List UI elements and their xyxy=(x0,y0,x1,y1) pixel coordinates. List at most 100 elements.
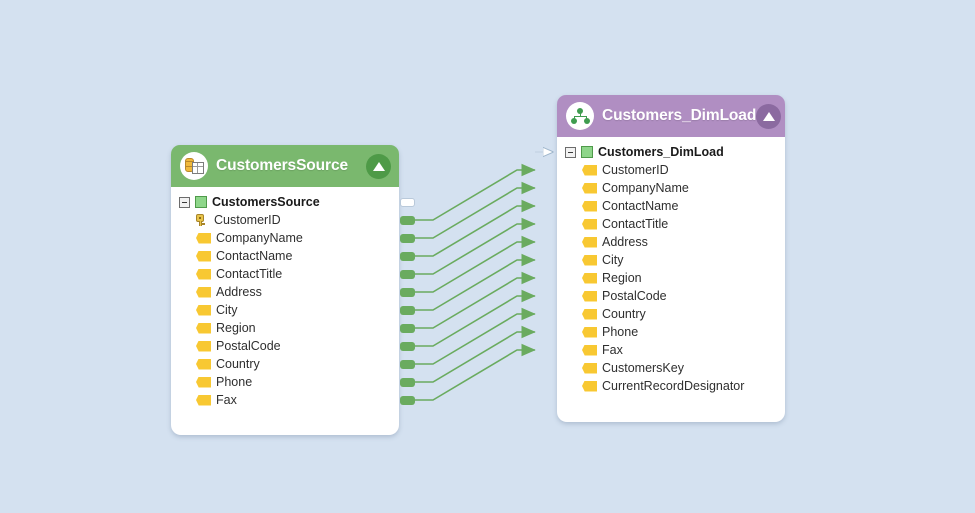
source-output-port[interactable] xyxy=(400,197,415,207)
source-field-label: PostalCode xyxy=(216,339,281,353)
field-icon xyxy=(582,164,597,176)
source-field-row[interactable]: ContactName xyxy=(171,247,399,265)
field-icon xyxy=(196,394,211,406)
source-field-row[interactable]: Phone xyxy=(171,373,399,391)
source-field-row[interactable]: Fax xyxy=(171,391,399,409)
destination-field-label: ContactName xyxy=(602,199,679,213)
mapping-connector[interactable] xyxy=(415,289,536,347)
minus-box-icon[interactable] xyxy=(565,146,576,158)
source-field-label: ContactTitle xyxy=(216,267,283,281)
destination-field-row[interactable]: Fax xyxy=(557,341,785,359)
destination-field-label: Phone xyxy=(602,325,639,339)
source-output-port[interactable] xyxy=(400,233,415,243)
source-field-row[interactable]: PostalCode xyxy=(171,337,399,355)
destination-field-label: Fax xyxy=(602,343,623,357)
destination-field-label: Region xyxy=(602,271,642,285)
field-icon xyxy=(196,250,211,262)
field-icon xyxy=(582,344,597,356)
destination-root-row[interactable]: Customers_DimLoad xyxy=(557,143,785,161)
green-square-icon xyxy=(581,146,593,158)
destination-collapse-button[interactable] xyxy=(756,103,782,129)
mapping-connector[interactable] xyxy=(415,199,536,257)
destination-field-label: CompanyName xyxy=(602,181,689,195)
source-field-label: CompanyName xyxy=(216,231,303,245)
source-output-port[interactable] xyxy=(400,323,415,333)
minus-box-icon[interactable] xyxy=(179,196,190,208)
destination-field-row[interactable]: CurrentRecordDesignator xyxy=(557,377,785,395)
destination-field-row[interactable]: Region xyxy=(557,269,785,287)
key-icon xyxy=(196,214,209,226)
destination-field-label: Country xyxy=(602,307,646,321)
destination-field-label: PostalCode xyxy=(602,289,667,303)
field-icon xyxy=(582,362,597,374)
destination-field-row[interactable]: CustomerID xyxy=(557,161,785,179)
source-output-port[interactable] xyxy=(400,377,415,387)
source-output-port[interactable] xyxy=(400,251,415,261)
mapping-connector[interactable] xyxy=(415,235,536,293)
mapping-connector[interactable] xyxy=(415,217,536,275)
field-icon xyxy=(582,272,597,284)
destination-field-label: Address xyxy=(602,235,648,249)
source-root-row[interactable]: CustomersSource xyxy=(171,193,399,211)
field-icon xyxy=(196,286,211,298)
source-collapse-button[interactable] xyxy=(366,153,391,179)
destination-field-row[interactable]: Address xyxy=(557,233,785,251)
destination-field-label: CurrentRecordDesignator xyxy=(602,379,745,393)
source-node[interactable]: CustomersSource CustomersSource Customer… xyxy=(171,145,399,435)
source-node-header[interactable]: CustomersSource xyxy=(171,145,399,187)
source-field-row[interactable]: Country xyxy=(171,355,399,373)
source-output-port[interactable] xyxy=(400,395,415,405)
destination-field-row[interactable]: ContactName xyxy=(557,197,785,215)
field-icon xyxy=(582,200,597,212)
source-output-port[interactable] xyxy=(400,215,415,225)
destination-node-title: Customers_DimLoad xyxy=(602,107,757,124)
green-square-icon xyxy=(195,196,207,208)
source-output-port[interactable] xyxy=(400,359,415,369)
destination-field-row[interactable]: ContactTitle xyxy=(557,215,785,233)
source-field-row[interactable]: City xyxy=(171,301,399,319)
source-field-label: Region xyxy=(216,321,256,335)
source-node-title: CustomersSource xyxy=(216,157,349,174)
mapping-connector[interactable] xyxy=(415,163,536,221)
mapping-connector[interactable] xyxy=(415,343,536,401)
destination-field-row[interactable]: Phone xyxy=(557,323,785,341)
destination-field-row[interactable]: CompanyName xyxy=(557,179,785,197)
mapping-connector[interactable] xyxy=(415,307,536,365)
field-icon xyxy=(196,322,211,334)
field-icon xyxy=(582,236,597,248)
source-field-row[interactable]: ContactTitle xyxy=(171,265,399,283)
source-output-port[interactable] xyxy=(400,287,415,297)
mapping-connector[interactable] xyxy=(415,181,536,239)
destination-field-row[interactable]: CustomersKey xyxy=(557,359,785,377)
source-output-port[interactable] xyxy=(400,341,415,351)
destination-field-row[interactable]: City xyxy=(557,251,785,269)
hierarchy-icon xyxy=(566,102,594,130)
field-icon xyxy=(196,340,211,352)
source-root-label: CustomersSource xyxy=(212,195,320,209)
field-icon xyxy=(196,268,211,280)
mapping-connector[interactable] xyxy=(415,271,536,329)
mapping-connector[interactable] xyxy=(415,253,536,311)
field-icon xyxy=(196,304,211,316)
source-output-port[interactable] xyxy=(400,269,415,279)
source-field-row[interactable]: Region xyxy=(171,319,399,337)
destination-field-label: ContactTitle xyxy=(602,217,669,231)
source-field-label: City xyxy=(216,303,238,317)
field-icon xyxy=(582,218,597,230)
field-icon xyxy=(582,380,597,392)
source-field-row[interactable]: CustomerID xyxy=(171,211,399,229)
source-field-row[interactable]: CompanyName xyxy=(171,229,399,247)
source-field-label: Country xyxy=(216,357,260,371)
destination-field-row[interactable]: PostalCode xyxy=(557,287,785,305)
destination-node-header[interactable]: Customers_DimLoad xyxy=(557,95,785,137)
destination-field-row[interactable]: Country xyxy=(557,305,785,323)
source-field-label: Fax xyxy=(216,393,237,407)
source-field-row[interactable]: Address xyxy=(171,283,399,301)
destination-node[interactable]: Customers_DimLoad Customers_DimLoad Cust… xyxy=(557,95,785,422)
mapping-connector[interactable] xyxy=(415,325,536,383)
source-output-port[interactable] xyxy=(400,305,415,315)
